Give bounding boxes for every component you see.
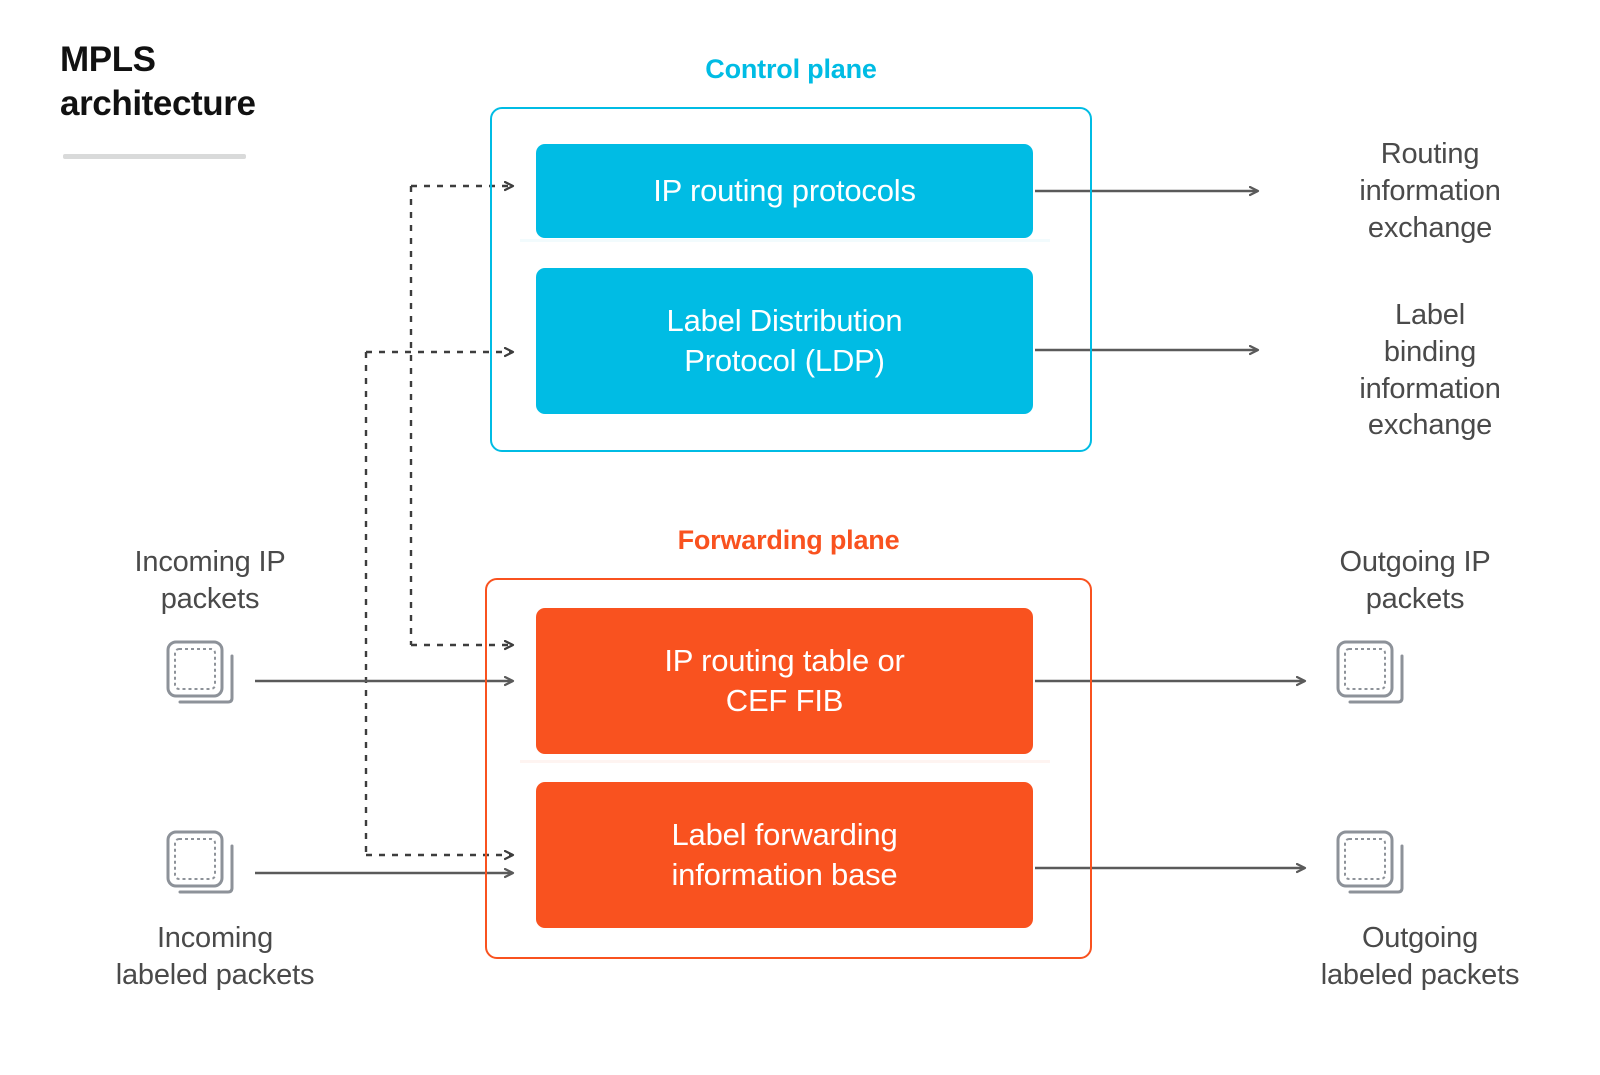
control-plane-heading: Control plane [705, 54, 877, 84]
label-incoming-ip-packets: Incoming IP packets [134, 546, 286, 615]
page-title: MPLS architecture [60, 40, 256, 124]
control-plane-container [490, 107, 1092, 452]
forwarding-plane-separator [520, 760, 1050, 763]
block-ip-routing-protocols[interactable]: IP routing protocols [536, 144, 1033, 238]
label-incoming-labeled-packets: Incoming labeled packets [115, 922, 315, 991]
label-outgoing-ip-packets: Outgoing IP packets [1339, 546, 1491, 615]
block-label-distribution-protocol[interactable]: Label Distribution Protocol (LDP) [536, 268, 1033, 414]
packet-stack-icon [166, 830, 234, 894]
packet-stack-icon [166, 640, 234, 704]
block-label-forwarding-information-base[interactable]: Label forwarding information base [536, 782, 1033, 928]
forwarding-plane-heading: Forwarding plane [677, 525, 900, 555]
packet-stack-icon [1336, 830, 1404, 894]
block-ip-routing-table-or-cef-fib[interactable]: IP routing table or CEF FIB [536, 608, 1033, 754]
label-outgoing-labeled-packets: Outgoing labeled packets [1320, 922, 1520, 991]
label-routing-information-exchange: Routing information exchange [1359, 138, 1501, 244]
control-plane-separator [520, 239, 1050, 242]
title-divider [63, 154, 246, 159]
forwarding-plane-container [485, 578, 1092, 959]
packet-stack-icon [1336, 640, 1404, 704]
label-label-binding-information-exchange: Label binding information exchange [1359, 299, 1501, 442]
